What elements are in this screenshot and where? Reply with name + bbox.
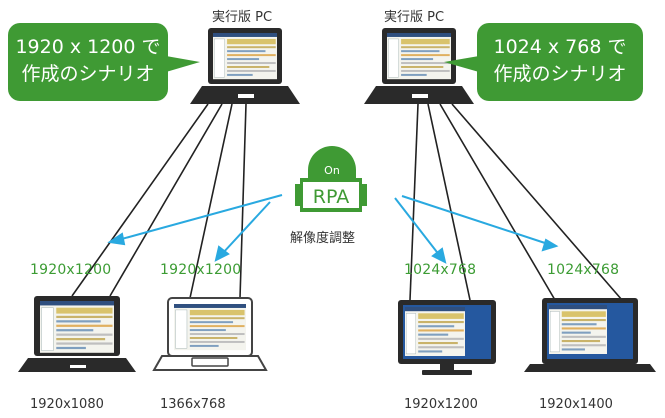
device-monitor-1920x1200	[398, 300, 496, 375]
connector-line	[427, 103, 471, 301]
connector-line	[409, 103, 419, 301]
arrow-head	[107, 232, 126, 246]
connector-line	[451, 103, 623, 301]
exec-pc-label-right: 実行版 PC	[384, 10, 445, 25]
device-resolution-3: 1920x1200	[404, 397, 478, 412]
connector-line	[189, 103, 233, 299]
bubble-left-line2: 作成のシナリオ	[21, 63, 155, 85]
adjusted-resolution-4: 1024x768	[547, 262, 620, 278]
exec-pc-laptop-left	[190, 28, 300, 104]
bubble-left-line1: 1920 x 1200 で	[15, 36, 161, 58]
arrow-head	[541, 238, 559, 252]
arrow-head	[214, 245, 230, 262]
logo-text-rpa: RPA	[313, 186, 349, 208]
adjusted-resolution-3: 1024x768	[404, 262, 477, 278]
device-laptop-1920x1400	[524, 298, 656, 372]
device-resolution-2: 1366x768	[160, 397, 226, 412]
exec-pc-laptop-right	[364, 28, 474, 104]
connection-lines-left	[71, 103, 247, 299]
connector-line	[239, 103, 247, 299]
bubble-left-text: 1920 x 1200 で 作成のシナリオ	[8, 34, 168, 88]
adjusted-resolution-2: 1920x1200	[160, 262, 242, 278]
bubble-left	[8, 23, 200, 101]
connection-lines-right	[409, 103, 623, 301]
connector-line	[71, 103, 209, 297]
bubble-right-line2: 作成のシナリオ	[493, 63, 627, 85]
onrpa-logo-icon: On RPA	[295, 146, 367, 212]
adjust-arrows	[107, 194, 559, 264]
bubble-right-text: 1024 x 768 で 作成のシナリオ	[477, 34, 643, 88]
device-resolution-4: 1920x1400	[539, 397, 613, 412]
bubble-right-line1: 1024 x 768 で	[493, 36, 627, 58]
connector-line	[109, 103, 223, 297]
logo-text-on: On	[324, 164, 340, 177]
device-resolution-1: 1920x1080	[30, 397, 104, 412]
adjusted-resolution-1: 1920x1200	[30, 262, 112, 278]
device-laptop-1920x1080	[18, 296, 136, 372]
device-laptop-1366x768	[152, 297, 268, 371]
exec-pc-label-left: 実行版 PC	[212, 10, 273, 25]
bubble-right	[444, 23, 643, 101]
connector-line	[439, 103, 556, 301]
arrow-head	[431, 247, 447, 264]
resolution-adjust-caption: 解像度調整	[290, 231, 356, 246]
